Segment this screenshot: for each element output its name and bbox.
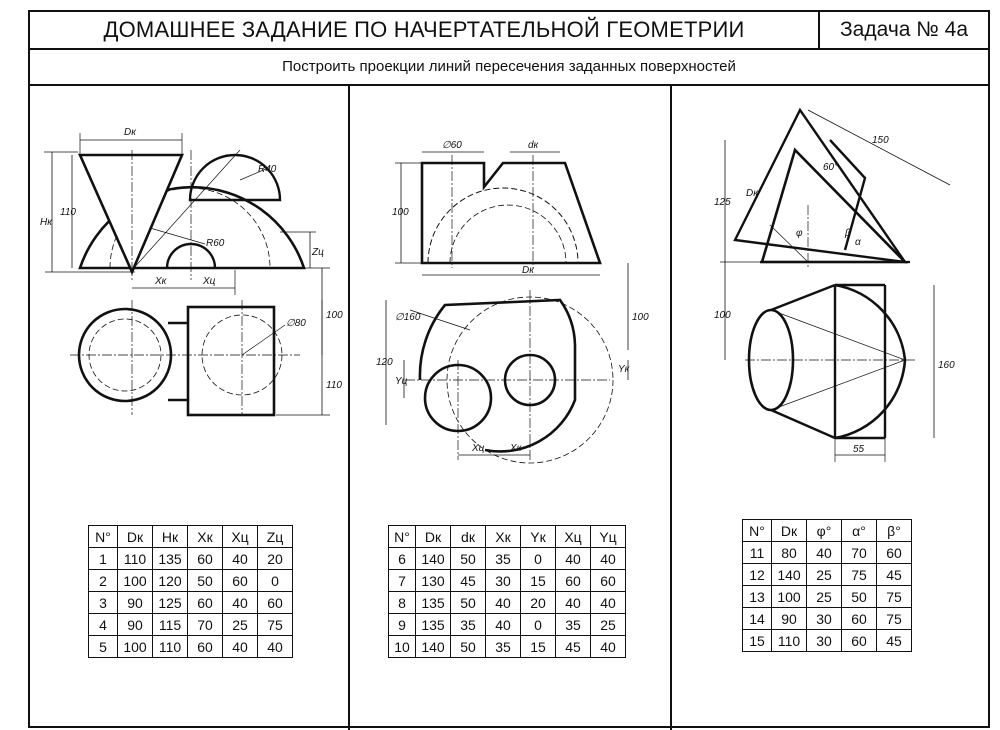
table-header: Xк (485, 525, 521, 548)
dim-label: 55 (853, 444, 865, 455)
dim-label: 160 (938, 360, 955, 371)
dim-label: 120 (376, 357, 393, 368)
table-header: dк (450, 525, 486, 548)
drawing-1 (44, 133, 330, 417)
column-divider (348, 86, 350, 730)
half-ring-top-rect (186, 305, 276, 417)
dim-label: Xк (509, 443, 523, 454)
dim-label: Xц (202, 276, 216, 287)
dim-label: Dк (124, 127, 137, 138)
dim-label: Dк (522, 265, 535, 276)
table-header: Hк (152, 525, 188, 548)
header: ДОМАШНЕЕ ЗАДАНИЕ ПО НАЧЕРТАТЕЛЬНОЙ ГЕОМЕ… (30, 12, 988, 50)
dim-label: 125 (714, 197, 731, 208)
table-header: φ° (806, 519, 842, 542)
dim-label: Xк (154, 276, 168, 287)
semi-cutout (188, 153, 282, 202)
dim-label: ∅80 (286, 318, 306, 329)
front-view-outline (420, 161, 602, 265)
task-number: Задача № 4а (839, 18, 968, 41)
dim-label: Dк (746, 188, 759, 199)
dim-label: Yк (618, 364, 631, 375)
dim-label: 110 (326, 380, 342, 391)
table-header: Dк (415, 525, 451, 548)
table-header: N° (88, 525, 118, 548)
table-header: Dк (771, 519, 807, 542)
prism-front (733, 107, 908, 264)
dim-label: Hк (40, 217, 53, 228)
table-header: α° (841, 519, 877, 542)
drawing-2 (385, 151, 629, 464)
column-divider (670, 86, 672, 730)
table-header: N° (742, 519, 772, 542)
dim-label: Xц (471, 443, 485, 454)
dim-label: ∅60 (442, 140, 462, 151)
dim-label: 60° (823, 162, 838, 173)
construction-line (131, 149, 241, 271)
table-header: β° (876, 519, 912, 542)
dim-label: φ (796, 228, 803, 239)
dim-label: dк (528, 140, 540, 151)
half-disc-outline (78, 185, 306, 270)
top-view-outline (418, 298, 577, 453)
table-header: Xц (222, 525, 258, 548)
dim-label: Yц (395, 376, 408, 387)
dim-label: β (844, 228, 851, 239)
dim-label: R60 (206, 238, 225, 249)
drawing-3 (720, 107, 951, 462)
dim-label: 110 (60, 207, 76, 218)
table-header: Yк (520, 525, 556, 548)
dim-label: 100 (714, 310, 731, 321)
dim-label: ∅160 (395, 312, 421, 323)
dim-label: 100 (392, 207, 409, 218)
dim-label: 100 (632, 312, 649, 323)
dim-label: 100 (326, 310, 343, 321)
drawing-sheet: ДОМАШНЕЕ ЗАДАНИЕ ПО НАЧЕРТАТЕЛЬНОЙ ГЕОМЕ… (28, 10, 990, 730)
dim-label: 150 (872, 135, 889, 146)
table-header: Dк (117, 525, 153, 548)
table-header: Xк (187, 525, 223, 548)
dim-label: Zц (311, 247, 324, 258)
dim-label: α (855, 237, 861, 248)
table-header: Xц (555, 525, 591, 548)
dimension-labels: Dк R40 R60 Hк 110 Zц Xк Xц ∅80 100 110 ∅… (40, 127, 955, 455)
table-header: Yц (590, 525, 626, 548)
inner-arc (165, 242, 217, 269)
table-header: Zц (257, 525, 293, 548)
sheet-title: ДОМАШНЕЕ ЗАДАНИЕ ПО НАЧЕРТАТЕЛЬНОЙ ГЕОМЕ… (30, 12, 820, 48)
cone-outline (77, 153, 184, 276)
task-subtitle: Построить проекции линий пересечения зад… (30, 50, 988, 86)
table-header: N° (388, 525, 416, 548)
dim-label: R40 (258, 164, 277, 175)
